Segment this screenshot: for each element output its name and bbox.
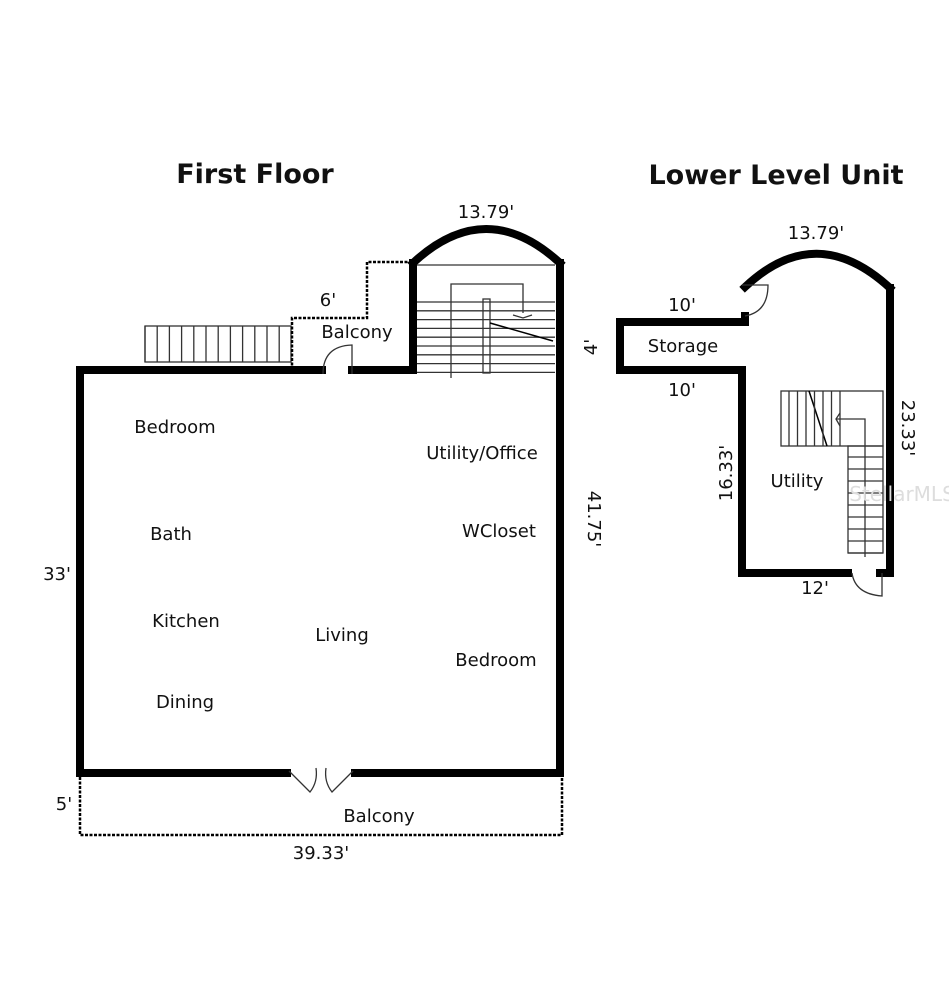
room-label: Utility/Office (426, 443, 538, 464)
lower-level-title: Lower Level Unit (648, 160, 903, 191)
upper-balcony-outline (290, 260, 413, 370)
room-label: WCloset (462, 521, 536, 542)
dimension-label: 10' (668, 295, 696, 316)
dimension-label: 41.75' (583, 491, 604, 547)
dimension-label: 39.33' (293, 843, 349, 864)
room-label: Kitchen (152, 611, 220, 632)
dimension-label: 33' (43, 564, 71, 585)
dimension-label: 13.79' (458, 202, 514, 223)
room-label: Dining (156, 692, 214, 713)
wall (348, 259, 417, 374)
dimension-label: 16.33' (716, 445, 737, 501)
dimension-label: 23.33' (897, 400, 918, 456)
wall (876, 284, 894, 577)
room-label: Bedroom (455, 650, 536, 671)
wall (351, 259, 564, 777)
exterior-stairs (144, 325, 292, 363)
wall (76, 366, 296, 777)
first-floor-plan: 13.79' 6' 33' 41.75' 5' 39.33' Balcony B… (43, 202, 604, 864)
exterior-door[interactable] (851, 572, 883, 597)
arc-wall (739, 249, 896, 294)
dimension-label: 4' (581, 339, 602, 355)
lower-balcony-outline (78, 777, 564, 837)
room-label: Storage (648, 336, 718, 357)
lower-stairs (780, 390, 884, 557)
arc-wall (407, 225, 566, 269)
lower-level-plan: 13.79' 10' 4' 10' 16.33' 23.33' 12' Stor… (581, 223, 949, 599)
dimension-label: 5' (56, 794, 72, 815)
room-label: Living (315, 625, 369, 646)
dimension-label: 12' (801, 578, 829, 599)
dimension-label: 13.79' (788, 223, 844, 244)
watermark: StellarMLS (849, 482, 949, 506)
room-label: Utility (771, 471, 824, 492)
storage-door[interactable] (742, 284, 769, 317)
dimension-label: 6' (320, 290, 336, 311)
room-label: Bedroom (134, 417, 215, 438)
room-label: Bath (150, 524, 192, 545)
balcony-door[interactable] (322, 344, 353, 375)
wall (616, 312, 852, 577)
double-door[interactable] (288, 767, 354, 793)
room-label: Balcony (321, 322, 393, 343)
interior-stairs (417, 264, 555, 378)
room-label: Balcony (343, 806, 415, 827)
first-floor-title: First Floor (176, 159, 334, 190)
dimension-label: 10' (668, 380, 696, 401)
